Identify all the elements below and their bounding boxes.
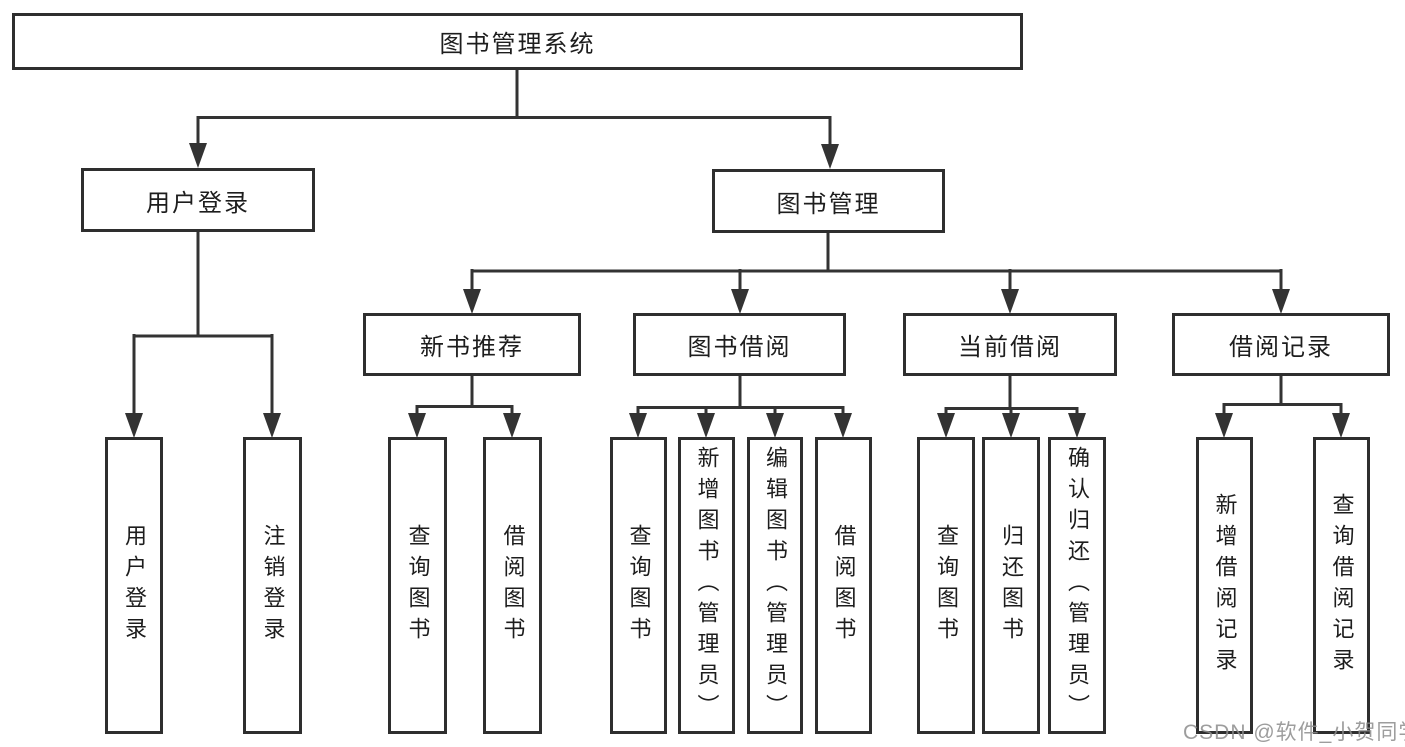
- leaf-add-borrow-record: 新增借阅记录: [1196, 437, 1253, 734]
- leaf-edit-books-admin: 编辑图书（管理员）: [747, 437, 803, 734]
- leaf-query-books-1: 查询图书: [388, 437, 447, 734]
- leaf-borrow-books-2: 借阅图书: [815, 437, 872, 734]
- leaf-add-borrow-record-label: 新增借阅记录: [1212, 492, 1238, 679]
- leaf-query-borrow-record: 查询借阅记录: [1313, 437, 1370, 734]
- node-borrowing-records-label: 借阅记录: [1229, 334, 1333, 361]
- node-library-system-label: 图书管理系统: [439, 31, 596, 58]
- leaf-borrow-books-1: 借阅图书: [483, 437, 542, 734]
- node-new-book-recommend: 新书推荐: [363, 313, 581, 376]
- leaf-query-books-1-label: 查询图书: [405, 523, 431, 648]
- leaf-query-books-2-label: 查询图书: [626, 523, 652, 648]
- leaf-logout-login: 注销登录: [243, 437, 302, 734]
- node-book-management: 图书管理: [712, 169, 945, 233]
- node-user-login-label: 用户登录: [146, 189, 250, 217]
- node-current-borrowing-label: 当前借阅: [958, 334, 1062, 361]
- leaf-confirm-return-admin: 确认归还（管理员）: [1048, 437, 1106, 734]
- leaf-add-books-admin-label: 新增图书（管理员）: [694, 446, 720, 725]
- leaf-query-books-3-label: 查询图书: [934, 523, 959, 648]
- leaf-query-books-3: 查询图书: [917, 437, 975, 734]
- leaf-return-books: 归还图书: [982, 437, 1040, 734]
- node-user-login: 用户登录: [81, 168, 315, 232]
- leaf-borrow-books-2-label: 借阅图书: [831, 523, 857, 648]
- node-new-book-recommend-label: 新书推荐: [420, 334, 524, 361]
- leaf-return-books-label: 归还图书: [999, 523, 1024, 648]
- leaf-user-login: 用户登录: [105, 437, 163, 734]
- leaf-borrow-books-1-label: 借阅图书: [500, 523, 526, 648]
- leaf-query-borrow-record-label: 查询借阅记录: [1329, 492, 1355, 679]
- leaf-user-login-label: 用户登录: [122, 523, 147, 648]
- leaf-edit-books-admin-label: 编辑图书（管理员）: [763, 446, 788, 725]
- leaf-confirm-return-admin-label: 确认归还（管理员）: [1065, 446, 1090, 725]
- leaf-query-books-2: 查询图书: [610, 437, 667, 734]
- node-library-system: 图书管理系统: [12, 13, 1023, 70]
- node-borrowing-records: 借阅记录: [1172, 313, 1390, 376]
- leaf-logout-login-label: 注销登录: [260, 523, 286, 648]
- node-current-borrowing: 当前借阅: [903, 313, 1117, 376]
- node-book-borrowing-label: 图书借阅: [687, 334, 792, 361]
- watermark: CSDN @软件_小贺同学: [1183, 721, 1405, 744]
- node-book-borrowing: 图书借阅: [633, 313, 846, 376]
- node-book-management-label: 图书管理: [776, 190, 881, 218]
- leaf-add-books-admin: 新增图书（管理员）: [678, 437, 735, 734]
